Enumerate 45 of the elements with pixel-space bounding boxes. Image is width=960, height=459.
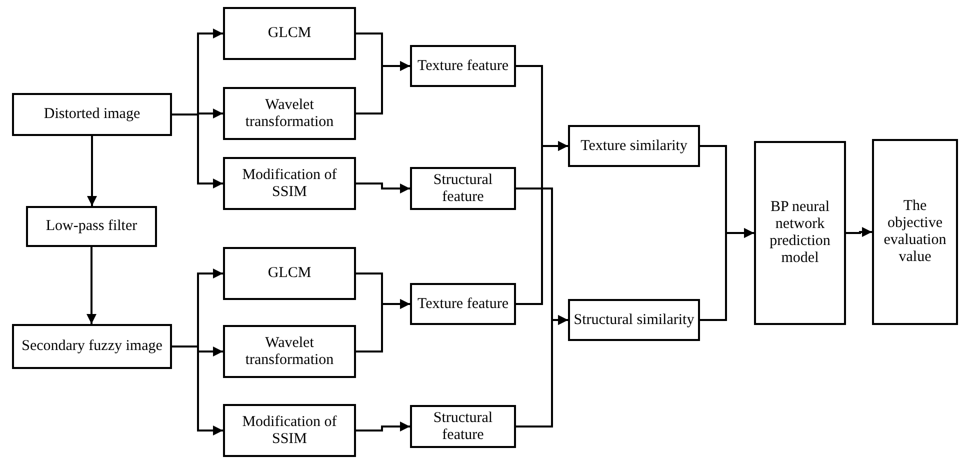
box-label: Low-pass filter	[46, 218, 138, 235]
process-box	[223, 247, 356, 300]
process-box	[872, 139, 958, 325]
process-box	[223, 87, 356, 140]
process-box	[410, 167, 516, 210]
process-box	[568, 125, 700, 167]
arrow	[356, 422, 410, 432]
box-label: Distorted image	[44, 106, 140, 123]
box-label: Structural similarity	[574, 312, 694, 328]
box-label: Texture similarity	[580, 138, 688, 154]
box-label: GLCM	[268, 265, 312, 282]
arrow	[700, 228, 754, 321]
process-box	[12, 93, 172, 136]
model-box	[754, 141, 846, 325]
box-label: Modification of SSIM	[241, 166, 338, 200]
arrow	[356, 61, 410, 114]
box-label: Texture feature	[418, 58, 508, 74]
process-box	[223, 157, 356, 210]
process-box	[410, 405, 516, 448]
process-box	[223, 404, 356, 457]
arrow	[846, 227, 872, 237]
process-box	[12, 324, 172, 369]
box-label: Wavelet transformation	[244, 96, 335, 130]
box-label: BP neural network prediction model	[768, 199, 832, 267]
box-label: Structural feature	[432, 172, 494, 206]
process-box	[223, 325, 356, 378]
box-label: Secondary fuzzy image	[22, 338, 162, 355]
arrow	[172, 114, 223, 188]
process-box	[410, 283, 516, 325]
process-box	[26, 206, 157, 247]
box-label: Texture feature	[418, 296, 508, 312]
arrow	[86, 247, 96, 324]
process-box	[568, 299, 700, 341]
arrow	[356, 299, 410, 352]
arrow	[516, 315, 568, 428]
arrow	[87, 136, 97, 206]
box-label: Modification of SSIM	[241, 414, 338, 448]
arrow	[356, 182, 410, 194]
process-box	[410, 45, 516, 87]
arrow	[516, 141, 568, 305]
box-label: The objective evaluation value	[882, 198, 948, 266]
process-box	[223, 7, 356, 60]
box-label: Wavelet transformation	[244, 334, 335, 368]
box-label: GLCM	[268, 25, 312, 42]
box-label: Structural feature	[432, 410, 494, 444]
